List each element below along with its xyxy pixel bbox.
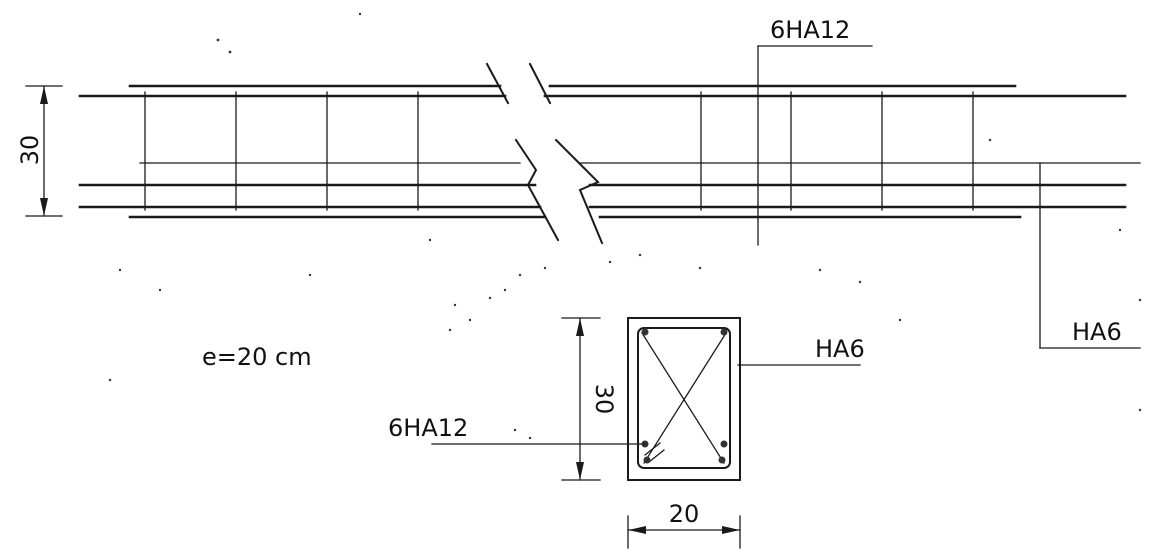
section-height-dimension: 30 bbox=[561, 317, 618, 481]
top-bar-callout: 6HA12 bbox=[757, 16, 873, 246]
stirrup-callout: HA6 bbox=[1039, 162, 1141, 349]
section-stirrup bbox=[637, 327, 731, 469]
rebar-dot bbox=[720, 440, 728, 448]
top-bar-label: 6HA12 bbox=[770, 16, 850, 44]
section-stirrup-callout: HA6 bbox=[737, 335, 865, 366]
rebar-dot bbox=[718, 456, 726, 464]
rebar-dot bbox=[643, 456, 651, 464]
section-bar-callout: 6HA12 bbox=[388, 414, 646, 445]
rebar-dot bbox=[720, 328, 728, 336]
section-height-label: 30 bbox=[590, 384, 618, 415]
drafting-specks bbox=[108, 12, 1142, 440]
beam-elevation-right bbox=[543, 84, 1141, 219]
section-outline bbox=[627, 317, 741, 481]
section-width-label: 20 bbox=[669, 500, 700, 528]
section-bar-label: 6HA12 bbox=[388, 414, 468, 442]
stirrup-spacing-note: e=20 cm bbox=[202, 343, 312, 371]
beam-elevation-left bbox=[78, 84, 547, 219]
cross-section bbox=[627, 317, 741, 481]
section-width-dimension: 20 bbox=[627, 500, 741, 549]
section-stirrup-label: HA6 bbox=[815, 335, 865, 363]
stirrup-label-elevation: HA6 bbox=[1072, 318, 1122, 346]
elevation-height-label: 30 bbox=[16, 135, 44, 166]
elevation-height-dimension: 30 bbox=[16, 85, 63, 217]
rebar-dot bbox=[641, 328, 649, 336]
